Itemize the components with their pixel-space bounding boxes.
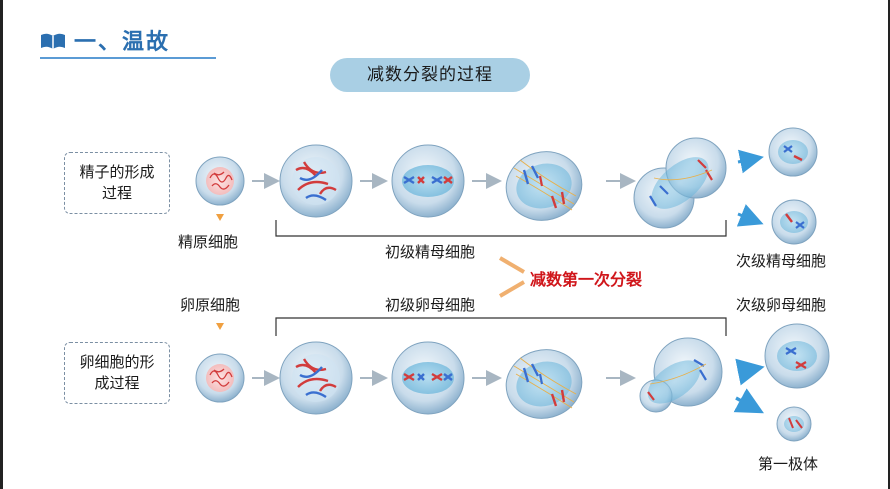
secondary-oocyte-cell bbox=[764, 323, 830, 389]
egg-process-box: 卵细胞的形成过程 bbox=[64, 342, 170, 404]
main-topic-label: 减数分裂的过程 bbox=[330, 58, 530, 92]
primary-oocyte-bracket bbox=[275, 317, 727, 336]
prophase-cell-sperm bbox=[279, 144, 353, 218]
spermatogonium-label: 精原细胞 bbox=[178, 233, 239, 251]
metaphase-one-cell-egg bbox=[391, 341, 465, 415]
oogonium-label: 卵原细胞 bbox=[180, 296, 241, 314]
orange-arrow-from-egg bbox=[498, 280, 526, 298]
anaphase-one-cell-egg bbox=[505, 349, 583, 419]
orange-arrow-up-icon bbox=[216, 214, 224, 221]
anaphase-one-cell-sperm bbox=[505, 151, 583, 221]
first-polar-body-cell bbox=[776, 406, 812, 442]
primary-spermatocyte-bracket bbox=[275, 220, 727, 237]
egg-process-label: 卵细胞的形成过程 bbox=[79, 353, 155, 392]
orange-arrow-from-sperm bbox=[498, 256, 526, 274]
oogonium-cell bbox=[195, 353, 245, 403]
sperm-process-label: 精子的形成过程 bbox=[79, 163, 155, 202]
secondary-spermatocyte-label: 次级精母细胞 bbox=[736, 252, 827, 270]
metaphase-one-cell-sperm bbox=[391, 144, 465, 218]
sperm-process-box: 精子的形成过程 bbox=[64, 152, 170, 214]
orange-arrow-down-icon bbox=[216, 323, 224, 330]
title-underline bbox=[40, 57, 216, 59]
secondary-oocyte-label: 次级卵母细胞 bbox=[736, 296, 827, 314]
primary-oocyte-label: 初级卵母细胞 bbox=[385, 296, 476, 314]
section-header: 一、温故 bbox=[40, 22, 218, 60]
arrow-sperm-down bbox=[736, 204, 764, 227]
arrow-egg-up bbox=[735, 358, 765, 386]
section-title: 一、温故 bbox=[74, 30, 171, 55]
first-polar-body-label: 第一极体 bbox=[758, 455, 819, 473]
book-icon bbox=[41, 33, 65, 49]
arrow-egg-down bbox=[733, 388, 764, 414]
meiosis-one-label: 减数第一次分裂 bbox=[530, 270, 643, 289]
spermatogonium-cell bbox=[195, 156, 245, 206]
telophase-one-cell-sperm bbox=[633, 137, 727, 229]
prophase-cell-egg bbox=[279, 341, 353, 415]
secondary-spermatocyte-bottom bbox=[771, 199, 817, 245]
telophase-one-cell-egg bbox=[639, 337, 723, 413]
secondary-spermatocyte-top bbox=[768, 127, 818, 177]
left-border bbox=[0, 0, 3, 489]
arrow-sperm-up bbox=[737, 149, 764, 174]
primary-spermatocyte-label: 初级精母细胞 bbox=[385, 243, 476, 261]
right-border bbox=[888, 0, 890, 489]
